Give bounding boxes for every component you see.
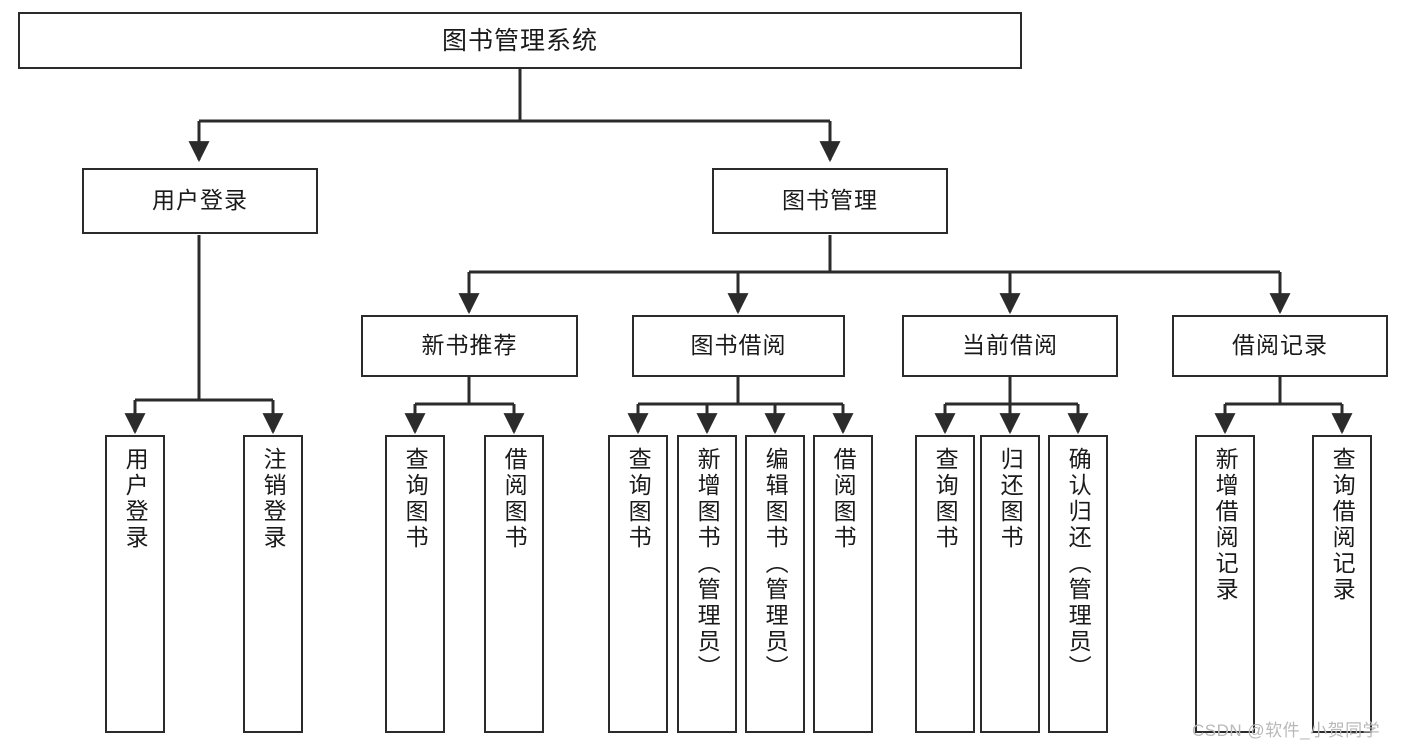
- node-label: 查询图书: [932, 447, 959, 551]
- node-root-system[interactable]: 图书管理系统: [18, 12, 1022, 69]
- node-leaf-borrow-book-1[interactable]: 借阅图书: [484, 435, 544, 733]
- node-leaf-query-book-2[interactable]: 查询图书: [608, 435, 668, 733]
- node-current-borrow[interactable]: 当前借阅: [902, 315, 1118, 377]
- node-leaf-return-book[interactable]: 归还图书: [980, 435, 1040, 733]
- node-book-manage[interactable]: 图书管理: [712, 168, 948, 234]
- node-leaf-user-login[interactable]: 用户登录: [105, 435, 165, 733]
- node-book-borrow[interactable]: 图书借阅: [632, 315, 845, 377]
- node-leaf-query-book-1[interactable]: 查询图书: [385, 435, 445, 733]
- node-leaf-confirm-return[interactable]: 确认归还（管理员）: [1048, 435, 1108, 733]
- node-label: 编辑图书（管理员）: [762, 447, 789, 681]
- node-user-login[interactable]: 用户登录: [82, 168, 318, 234]
- node-label: 归还图书: [997, 447, 1024, 551]
- node-label: 图书管理系统: [441, 26, 598, 55]
- node-label: 当前借阅: [962, 332, 1058, 359]
- node-label: 新增图书（管理员）: [694, 447, 721, 681]
- node-leaf-edit-book[interactable]: 编辑图书（管理员）: [745, 435, 805, 733]
- node-label: 新书推荐: [421, 332, 518, 359]
- node-leaf-add-book[interactable]: 新增图书（管理员）: [677, 435, 737, 733]
- node-leaf-logout-login[interactable]: 注销登录: [243, 435, 303, 733]
- node-leaf-query-record[interactable]: 查询借阅记录: [1312, 435, 1372, 733]
- node-label: 查询借阅记录: [1329, 447, 1356, 603]
- node-leaf-borrow-book-2[interactable]: 借阅图书: [813, 435, 873, 733]
- node-label: 新增借阅记录: [1212, 447, 1239, 603]
- csdn-watermark: CSDN @软件_小贺同学: [1192, 721, 1381, 740]
- node-label: 借阅图书: [501, 447, 528, 551]
- node-label: 图书借阅: [690, 332, 787, 359]
- node-label: 借阅图书: [830, 447, 857, 551]
- node-new-book-recommend[interactable]: 新书推荐: [361, 315, 578, 377]
- node-label: 图书管理: [782, 187, 878, 214]
- node-leaf-add-record[interactable]: 新增借阅记录: [1195, 435, 1255, 733]
- node-label: 用户登录: [152, 187, 248, 214]
- node-leaf-query-book-3[interactable]: 查询图书: [915, 435, 975, 733]
- node-borrow-record[interactable]: 借阅记录: [1172, 315, 1388, 377]
- node-label: 注销登录: [260, 447, 287, 551]
- node-label: 确认归还（管理员）: [1065, 447, 1092, 681]
- node-label: 查询图书: [625, 447, 652, 551]
- node-label: 用户登录: [122, 447, 149, 551]
- node-label: 查询图书: [402, 447, 429, 551]
- node-label: 借阅记录: [1232, 332, 1328, 359]
